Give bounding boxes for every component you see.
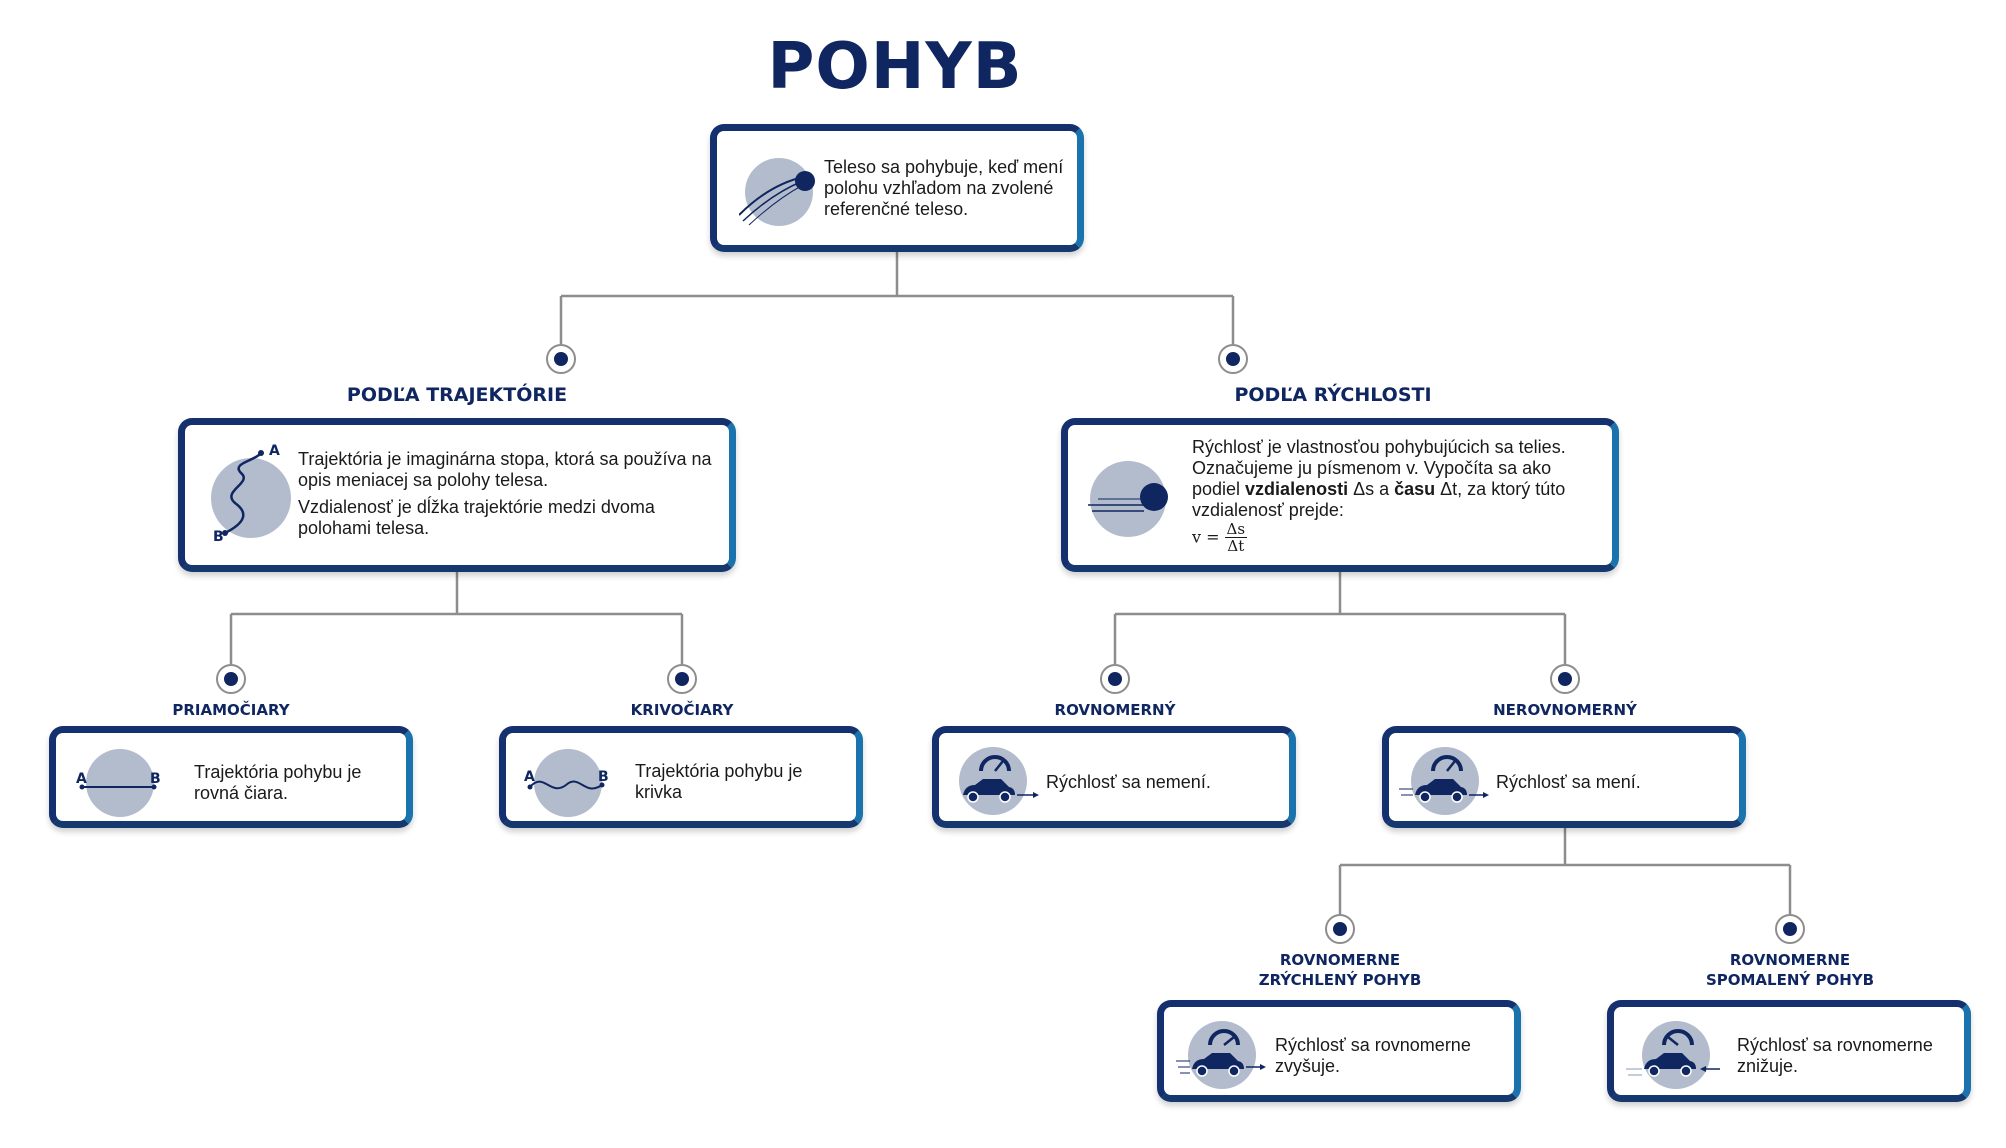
speed-text-bold-distance: vzdialenosti <box>1245 479 1349 499</box>
decelerated-text: Rýchlosť sa rovnomerne znižuje. <box>1737 1035 1933 1076</box>
connector-speed <box>1113 572 1567 664</box>
straight-label-b: B <box>150 771 161 787</box>
car-slowing-down-icon <box>1626 1021 1720 1089</box>
decelerated-box: Rýchlosť sa rovnomerne znižuje. <box>1607 1000 1971 1102</box>
heading-uniform: ROVNOMERNÝ <box>1054 701 1176 719</box>
speed-text-part2: Δs a <box>1348 479 1395 499</box>
nonuniform-box: Rýchlosť sa mení. <box>1382 726 1746 828</box>
straight-box: A B Trajektória pohybu je rovná čiara. <box>49 726 413 828</box>
heading-accelerated: ROVNOMERNE ZRÝCHLENÝ POHYB <box>1200 950 1480 990</box>
node-decelerated <box>1775 914 1805 944</box>
speed-text-bold-time: času <box>1394 479 1436 499</box>
speed-text-part1: Rýchlosť je vlastnosťou pohybujúcich sa … <box>1192 437 1566 499</box>
node-trajectory <box>546 344 576 374</box>
nonuniform-text: Rýchlosť sa mení. <box>1496 772 1641 792</box>
node-uniform <box>1100 664 1130 694</box>
heading-nonuniform: NEROVNOMERNÝ <box>1493 701 1637 719</box>
accelerated-box: Rýchlosť sa rovnomerne zvyšuje. <box>1157 1000 1521 1102</box>
car-speedometer-icon <box>959 747 1039 815</box>
heading-decelerated-line2: SPOMALENÝ POHYB <box>1705 971 1875 989</box>
connector-trajectory <box>229 572 684 664</box>
trajectory-label-a: A <box>269 443 280 459</box>
curved-label-a: A <box>524 769 535 785</box>
accelerated-text: Rýchlosť sa rovnomerne zvyšuje. <box>1275 1035 1471 1076</box>
root-box: Teleso sa pohybuje, keď mení polohu vzhľ… <box>710 124 1084 252</box>
formula-numerator: Δs <box>1224 520 1248 538</box>
heading-speed: PODĽA RÝCHLOSTI <box>1234 384 1432 406</box>
heading-straight: PRIAMOČIARY <box>172 701 290 719</box>
trajectory-box: A B Trajektória je imaginárna stopa, kto… <box>178 418 736 572</box>
curved-label-b: B <box>598 769 609 785</box>
straight-line-icon: A B <box>76 749 161 817</box>
straight-text: Trajektória pohybu je rovná čiara. <box>194 762 362 803</box>
car-accelerating-icon <box>1399 747 1489 815</box>
curved-line-icon: A B <box>524 749 609 817</box>
distance-definition: Vzdialenosť je dĺžka trajektórie medzi d… <box>298 497 655 538</box>
straight-label-a: A <box>76 771 87 787</box>
node-straight <box>216 664 246 694</box>
node-accelerated <box>1325 914 1355 944</box>
speed-definition: Rýchlosť je vlastnosťou pohybujúcich sa … <box>1192 437 1602 521</box>
formula-denominator: Δt <box>1227 537 1245 555</box>
uniform-text: Rýchlosť sa nemení. <box>1046 772 1211 792</box>
trajectory-label-b: B <box>213 529 224 543</box>
heading-decelerated-line1: ROVNOMERNE <box>1729 951 1851 969</box>
heading-trajectory: PODĽA TRAJEKTÓRIE <box>346 384 568 406</box>
diagram-title: POHYB <box>767 30 1023 104</box>
heading-decelerated: ROVNOMERNE SPOMALENÝ POHYB <box>1650 950 1930 990</box>
moving-ball-icon <box>1088 461 1168 537</box>
curved-text: Trajektória pohybu je krivka <box>635 761 803 802</box>
trajectory-definition: Trajektória je imaginárna stopa, ktorá s… <box>298 449 712 490</box>
connector-root <box>559 252 1235 344</box>
connector-nonuniform <box>1338 828 1792 914</box>
heading-accelerated-line2: ZRÝCHLENÝ POHYB <box>1258 971 1422 989</box>
node-curved <box>667 664 697 694</box>
speed-text-part3: Δt, za ktorý túto vzdialenosť prejde: <box>1192 479 1566 520</box>
trajectory-path-icon: A B <box>211 443 291 543</box>
speed-box: Rýchlosť je vlastnosťou pohybujúcich sa … <box>1061 418 1619 572</box>
formula-v: v = <box>1192 527 1220 547</box>
heading-curved: KRIVOČIARY <box>630 701 734 719</box>
car-speeding-up-icon <box>1176 1021 1266 1089</box>
uniform-box: Rýchlosť sa nemení. <box>932 726 1296 828</box>
root-text: Teleso sa pohybuje, keď mení polohu vzhľ… <box>824 157 1064 219</box>
heading-accelerated-line1: ROVNOMERNE <box>1279 951 1401 969</box>
node-nonuniform <box>1550 664 1580 694</box>
curved-box: A B Trajektória pohybu je krivka <box>499 726 863 828</box>
node-speed <box>1218 344 1248 374</box>
comet-icon <box>739 158 815 226</box>
